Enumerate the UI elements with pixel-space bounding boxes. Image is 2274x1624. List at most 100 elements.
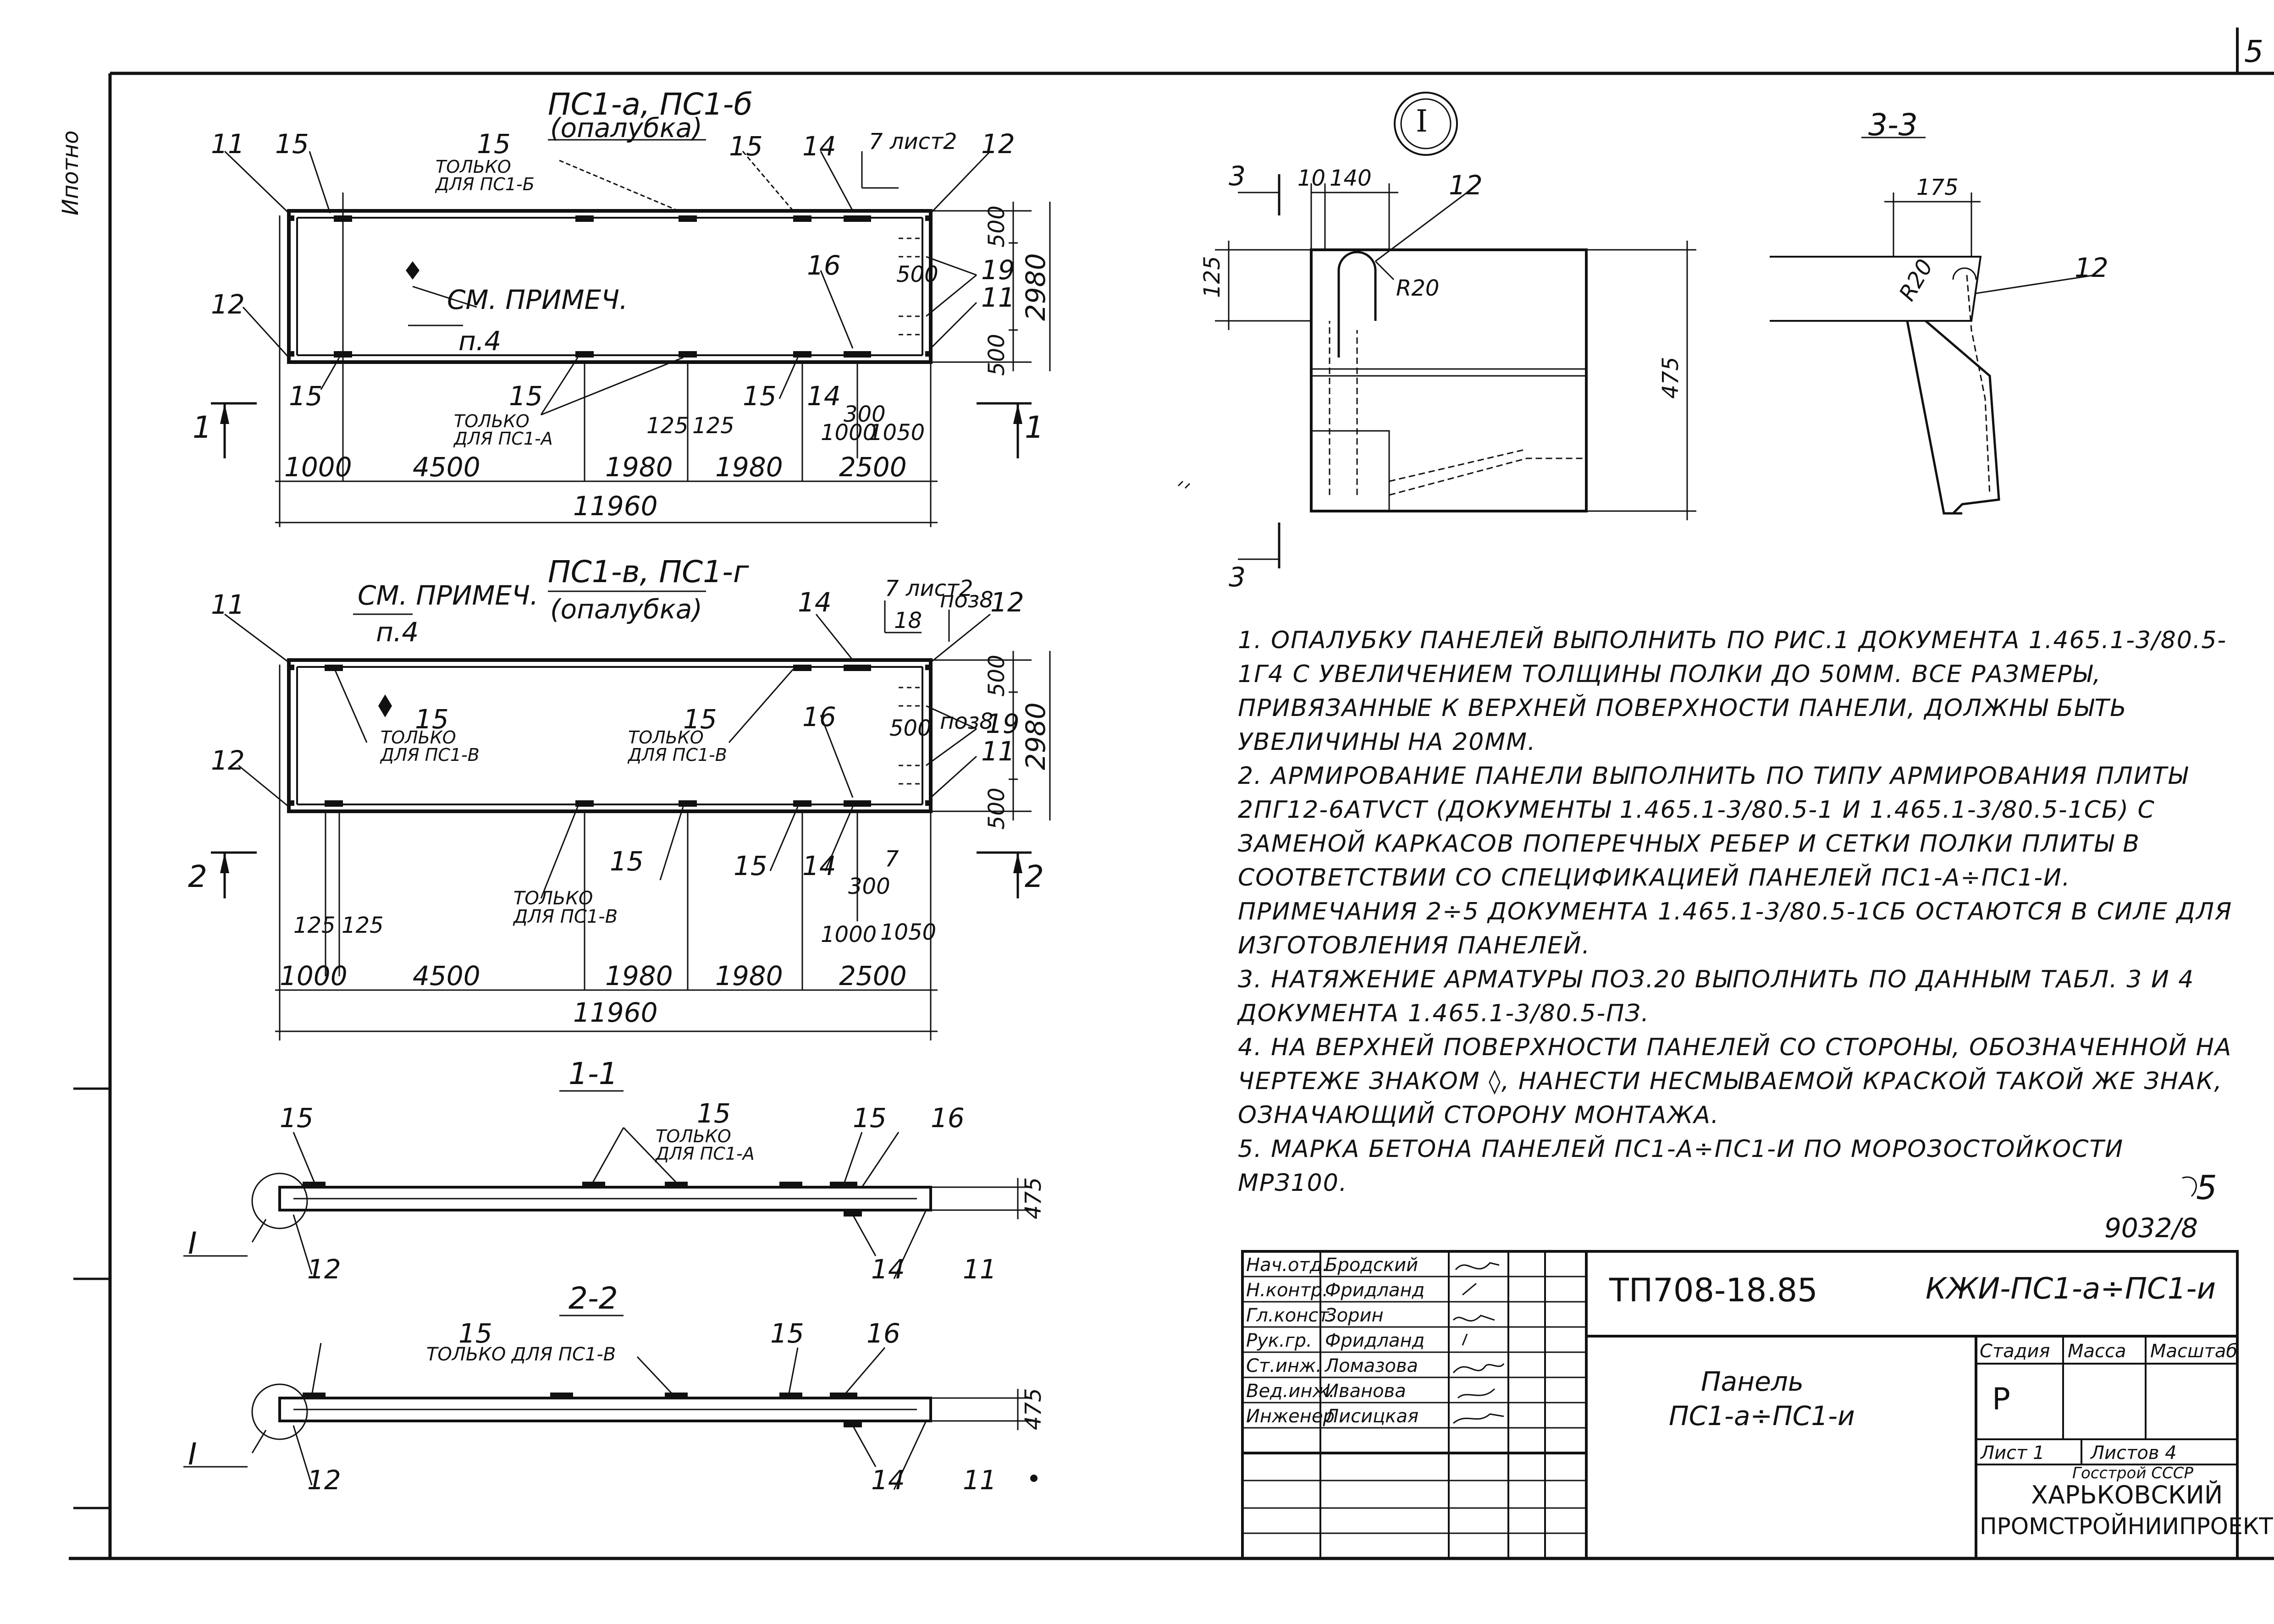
dim-1980: 1980 [605,960,673,991]
callout-11: 11 [963,1254,997,1285]
callout-14: 14 [807,380,841,412]
tb-code: ТП708-18.85 [1609,1272,1818,1309]
note-2: 2. Армирование панели выполнить по типу … [1238,762,2233,959]
note-4: 4. На верхней поверхности панелей со сто… [1238,1034,2232,1129]
callout-12: 12 [981,128,1015,160]
tb-name: Ломазова [1325,1355,1418,1376]
callout-16: 16 [867,1318,900,1349]
node-mark-I: I [188,1226,197,1261]
tb-role: Рук.гр. [1246,1330,1312,1351]
tb-name: Лисицкая [1325,1406,1419,1427]
callout-12: 12 [307,1254,341,1285]
plan-pc1a-title: ПС1-а, ПС1-б [548,87,753,122]
tb-product-range: ПС1-а÷ПС1-и [1669,1400,1855,1431]
dim-1000: 1000 [821,420,877,446]
sheet-number: 5 [2244,34,2263,69]
dim-1000: 1000 [821,922,877,947]
callout-15: 15 [415,704,449,735]
dim-7: 7 [885,846,899,872]
dim-4500: 4500 [413,960,480,991]
callout-12: 12 [2075,252,2108,283]
section-mark-1: 1 [1025,410,1044,445]
callout-15: 15 [289,380,323,412]
section-mark-2: 2 [188,859,207,894]
dim-1980: 1980 [715,960,783,991]
callout-16: 16 [802,701,836,732]
tb-role: Инженер [1246,1406,1335,1427]
tb-name: Фридланд [1325,1280,1425,1301]
tb-header-stage: Стадия [1980,1341,2050,1362]
callout-16: 16 [931,1102,965,1134]
callout-15: 15 [280,1102,314,1134]
callout-15: 15 [853,1102,887,1134]
dim-1000: 1000 [280,960,348,991]
sheet-ref: 7 лист2 [869,129,957,154]
callout-15: 15 [770,1318,804,1349]
see-note: См. примеч. [358,580,539,611]
callout-14: 14 [798,587,832,618]
section-11-lines [183,1090,1032,1279]
callout-12: 12 [211,745,245,776]
dim-10: 10 [1297,165,1326,191]
section-11-title: 1-1 [568,1056,618,1091]
callout-19: 19 [986,708,1020,739]
tb-name: Иванова [1325,1381,1406,1402]
tb-header-scale: Масштаб [2150,1341,2238,1362]
general-notes: 1. Опалубку панелей выполнить по рис.1 д… [1238,623,2237,1200]
dim-475: 475 [1658,357,1683,399]
callout-12: 12 [211,289,245,320]
pos8-label: поз8 [940,709,993,734]
dim-total: 11960 [573,490,658,522]
callout-15: 15 [509,380,543,412]
dim-125: 125 [646,413,689,439]
section-mark-2: 2 [1025,859,1044,894]
dim-18: 18 [894,608,922,633]
section-22-lines [183,1315,1032,1490]
callout-16: 16 [807,250,841,281]
tb-name: Бродский [1325,1255,1418,1276]
plan-pc1a-lines [211,139,1051,527]
tb-role: Нач.отд. [1246,1255,1329,1276]
tb-role: Гл.конст. [1246,1305,1335,1326]
only-pc1v-note: только для ПС1-в [381,727,480,765]
only-pc1a-note: только для ПС1-а [454,411,553,449]
dim-1050: 1050 [880,919,937,945]
tb-product: Панель [1701,1366,1804,1397]
tb-role: Ст.инж. [1246,1355,1322,1376]
note-1: 1. Опалубку панелей выполнить по рис.1 д… [1238,627,2227,756]
note-3: 3. Натяжение арматуры поз.20 выполнить п… [1238,966,2195,1027]
dim-125: 125 [293,913,336,938]
only-pc1v-note: Только для ПС1-в [513,888,618,927]
dim-1000: 1000 [284,451,352,483]
dim-1980: 1980 [605,451,673,483]
tb-org2: ХАРЬКОВСКИЙ [2031,1481,2223,1509]
callout-15: 15 [734,850,767,881]
tb-mark: КЖИ-ПС1-а÷ПС1-и [1926,1272,2216,1306]
dim-1050: 1050 [869,420,925,446]
dim-2500: 2500 [839,960,907,991]
section-33-lines [1770,137,2096,515]
tb-header-mass: Масса [2068,1341,2126,1362]
callout-11: 11 [211,589,245,620]
tb-org3: ПРОМСТРОЙНИИПРОЕКТ [1980,1513,2273,1540]
callout-14: 14 [871,1464,905,1496]
callout-15: 15 [458,1318,492,1349]
tb-stage: Р [1992,1382,2010,1417]
note-ref: п.4 [458,325,502,357]
only-pc1v-note: только для ПС1-в [628,727,727,765]
dim-500: 500 [896,262,938,287]
dim-300: 300 [844,402,886,427]
pos8-label: поз8 [940,587,993,613]
tb-sheets: Листов 4 [2091,1442,2177,1464]
callout-15: 15 [477,128,511,160]
callout-11: 11 [981,282,1015,313]
callout-19: 19 [981,254,1015,286]
plan-pc1a-subtitle: (опалубка) [550,112,702,143]
section-33-title: 3-3 [1868,107,1918,143]
dim-300: 300 [848,874,890,899]
section-mark-1: 1 [193,410,212,445]
callout-15: 15 [743,380,777,412]
callout-15: 15 [275,128,309,160]
section-22-title: 2-2 [568,1281,618,1316]
callout-15: 15 [610,846,644,877]
